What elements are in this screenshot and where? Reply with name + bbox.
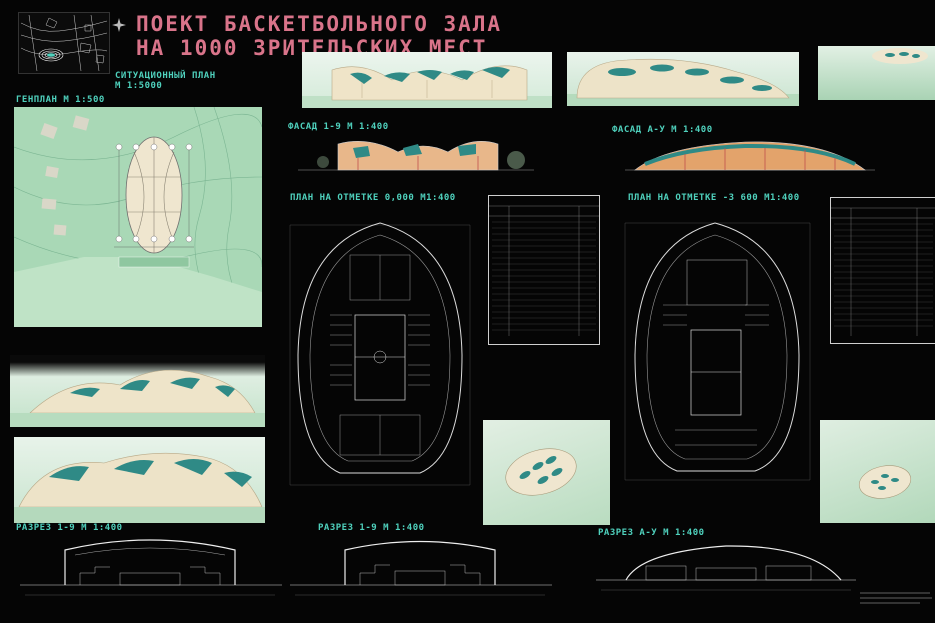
floor-plan-0: [280, 205, 480, 495]
facade-1-9-drawing: [298, 134, 534, 176]
compass-rose-icon: [112, 18, 126, 32]
facade-a-u-drawing: [625, 136, 875, 176]
section-a-u-drawing: [596, 540, 856, 605]
section-1-label: РАЗРЕЗ 1-9 М 1:400: [16, 523, 123, 533]
situation-plan-map: [18, 12, 110, 74]
section-3-label: РАЗРЕЗ А-У М 1:400: [598, 528, 705, 538]
plan-0-label: ПЛАН НА ОТМЕТКЕ 0,000 М1:400: [290, 193, 456, 203]
render-aerial-top-right: [818, 46, 935, 100]
poster-title-line-1: ПОЕКТ БАСКЕТБОЛЬНОГО ЗАЛА: [136, 12, 503, 36]
genplan-label: ГЕНПЛАН М 1:500: [16, 95, 105, 105]
render-aerial-right: [820, 420, 935, 523]
facade-1-9-label: ФАСАД 1-9 М 1:400: [288, 122, 389, 132]
situation-plan-label: СИТУАЦИОННЫЙ ПЛАН: [115, 71, 216, 81]
render-aerial-center: [483, 420, 610, 525]
render-perspective-top-left: [302, 52, 552, 108]
room-table-plan-minus: [830, 197, 935, 344]
floor-plan-minus-3600: [615, 205, 820, 490]
facade-a-u-label: ФАСАД А-У М 1:400: [612, 125, 713, 135]
genplan-site-plan: [14, 107, 262, 327]
section-2-label: РАЗРЕЗ 1-9 М 1:400: [318, 523, 425, 533]
room-table-plan-0: [488, 195, 600, 345]
render-perspective-top-middle: [567, 52, 799, 106]
plan-minus-label: ПЛАН НА ОТМЕТКЕ -3 600 М1:400: [628, 193, 800, 203]
section-1-9-drawing-a: [20, 535, 282, 605]
render-perspective-left-2: [14, 437, 265, 523]
situation-plan-scale: М 1:5000: [115, 81, 163, 91]
render-perspective-left-1: [10, 355, 265, 427]
credits-block: [860, 590, 932, 610]
section-1-9-drawing-b: [290, 535, 552, 605]
